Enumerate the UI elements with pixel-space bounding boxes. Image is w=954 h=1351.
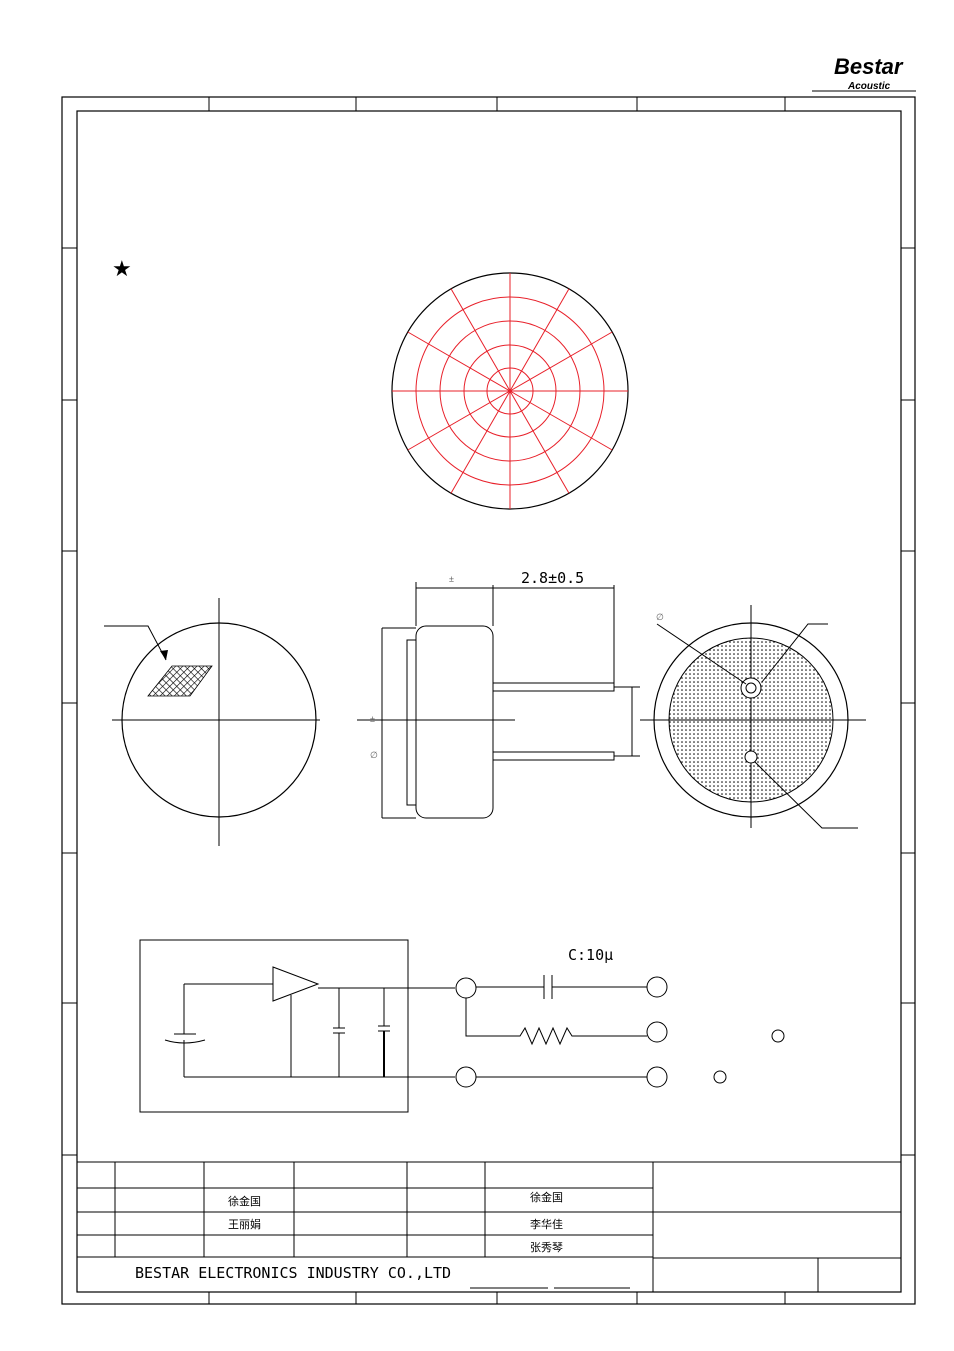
polar-spoke-5 [509,390,613,451]
polar-spoke-2 [509,288,570,392]
inner-border [76,110,902,1293]
polar-spoke-6 [509,390,570,494]
polar-spoke-11 [407,331,511,392]
hatched-mark [147,665,213,697]
polar-spoke-3 [509,331,613,392]
pin-length-dim: 2.8±0.5 [521,569,584,587]
polar-spoke-9 [407,390,511,451]
star-marker: ★ [112,257,132,282]
polar-pattern [391,272,629,510]
outer-border [61,96,916,1305]
side-view [357,582,640,819]
zone-ticks [62,97,915,1304]
name-row3-a: 王丽娟 [228,1217,261,1231]
diameter-symbol-side: ∅ [370,750,378,760]
back-view [640,605,866,829]
name-row2-b: 徐金国 [530,1190,563,1204]
circuit-diagram [139,939,785,1113]
diameter-symbol-back: ∅ [656,612,664,622]
logo-brand: Bestar [834,54,904,79]
polar-spoke-8 [450,390,511,494]
logo-sub: Acoustic [847,81,891,92]
front-view [104,598,320,846]
name-row2-a: 徐金国 [228,1194,261,1208]
title-block [77,1161,901,1292]
height-tolerance: ± [449,574,454,584]
polar-spoke-12 [450,288,511,392]
company-name: BESTAR ELECTRONICS INDUSTRY CO.,LTD [135,1264,451,1282]
name-row3-b: 李华佳 [530,1217,563,1231]
brand-logo: Bestar Acoustic [812,54,916,92]
vertical-tolerance: ± [370,714,375,724]
name-row4-b: 张秀琴 [530,1241,563,1254]
capacitor-label: C:10μ [568,946,613,964]
